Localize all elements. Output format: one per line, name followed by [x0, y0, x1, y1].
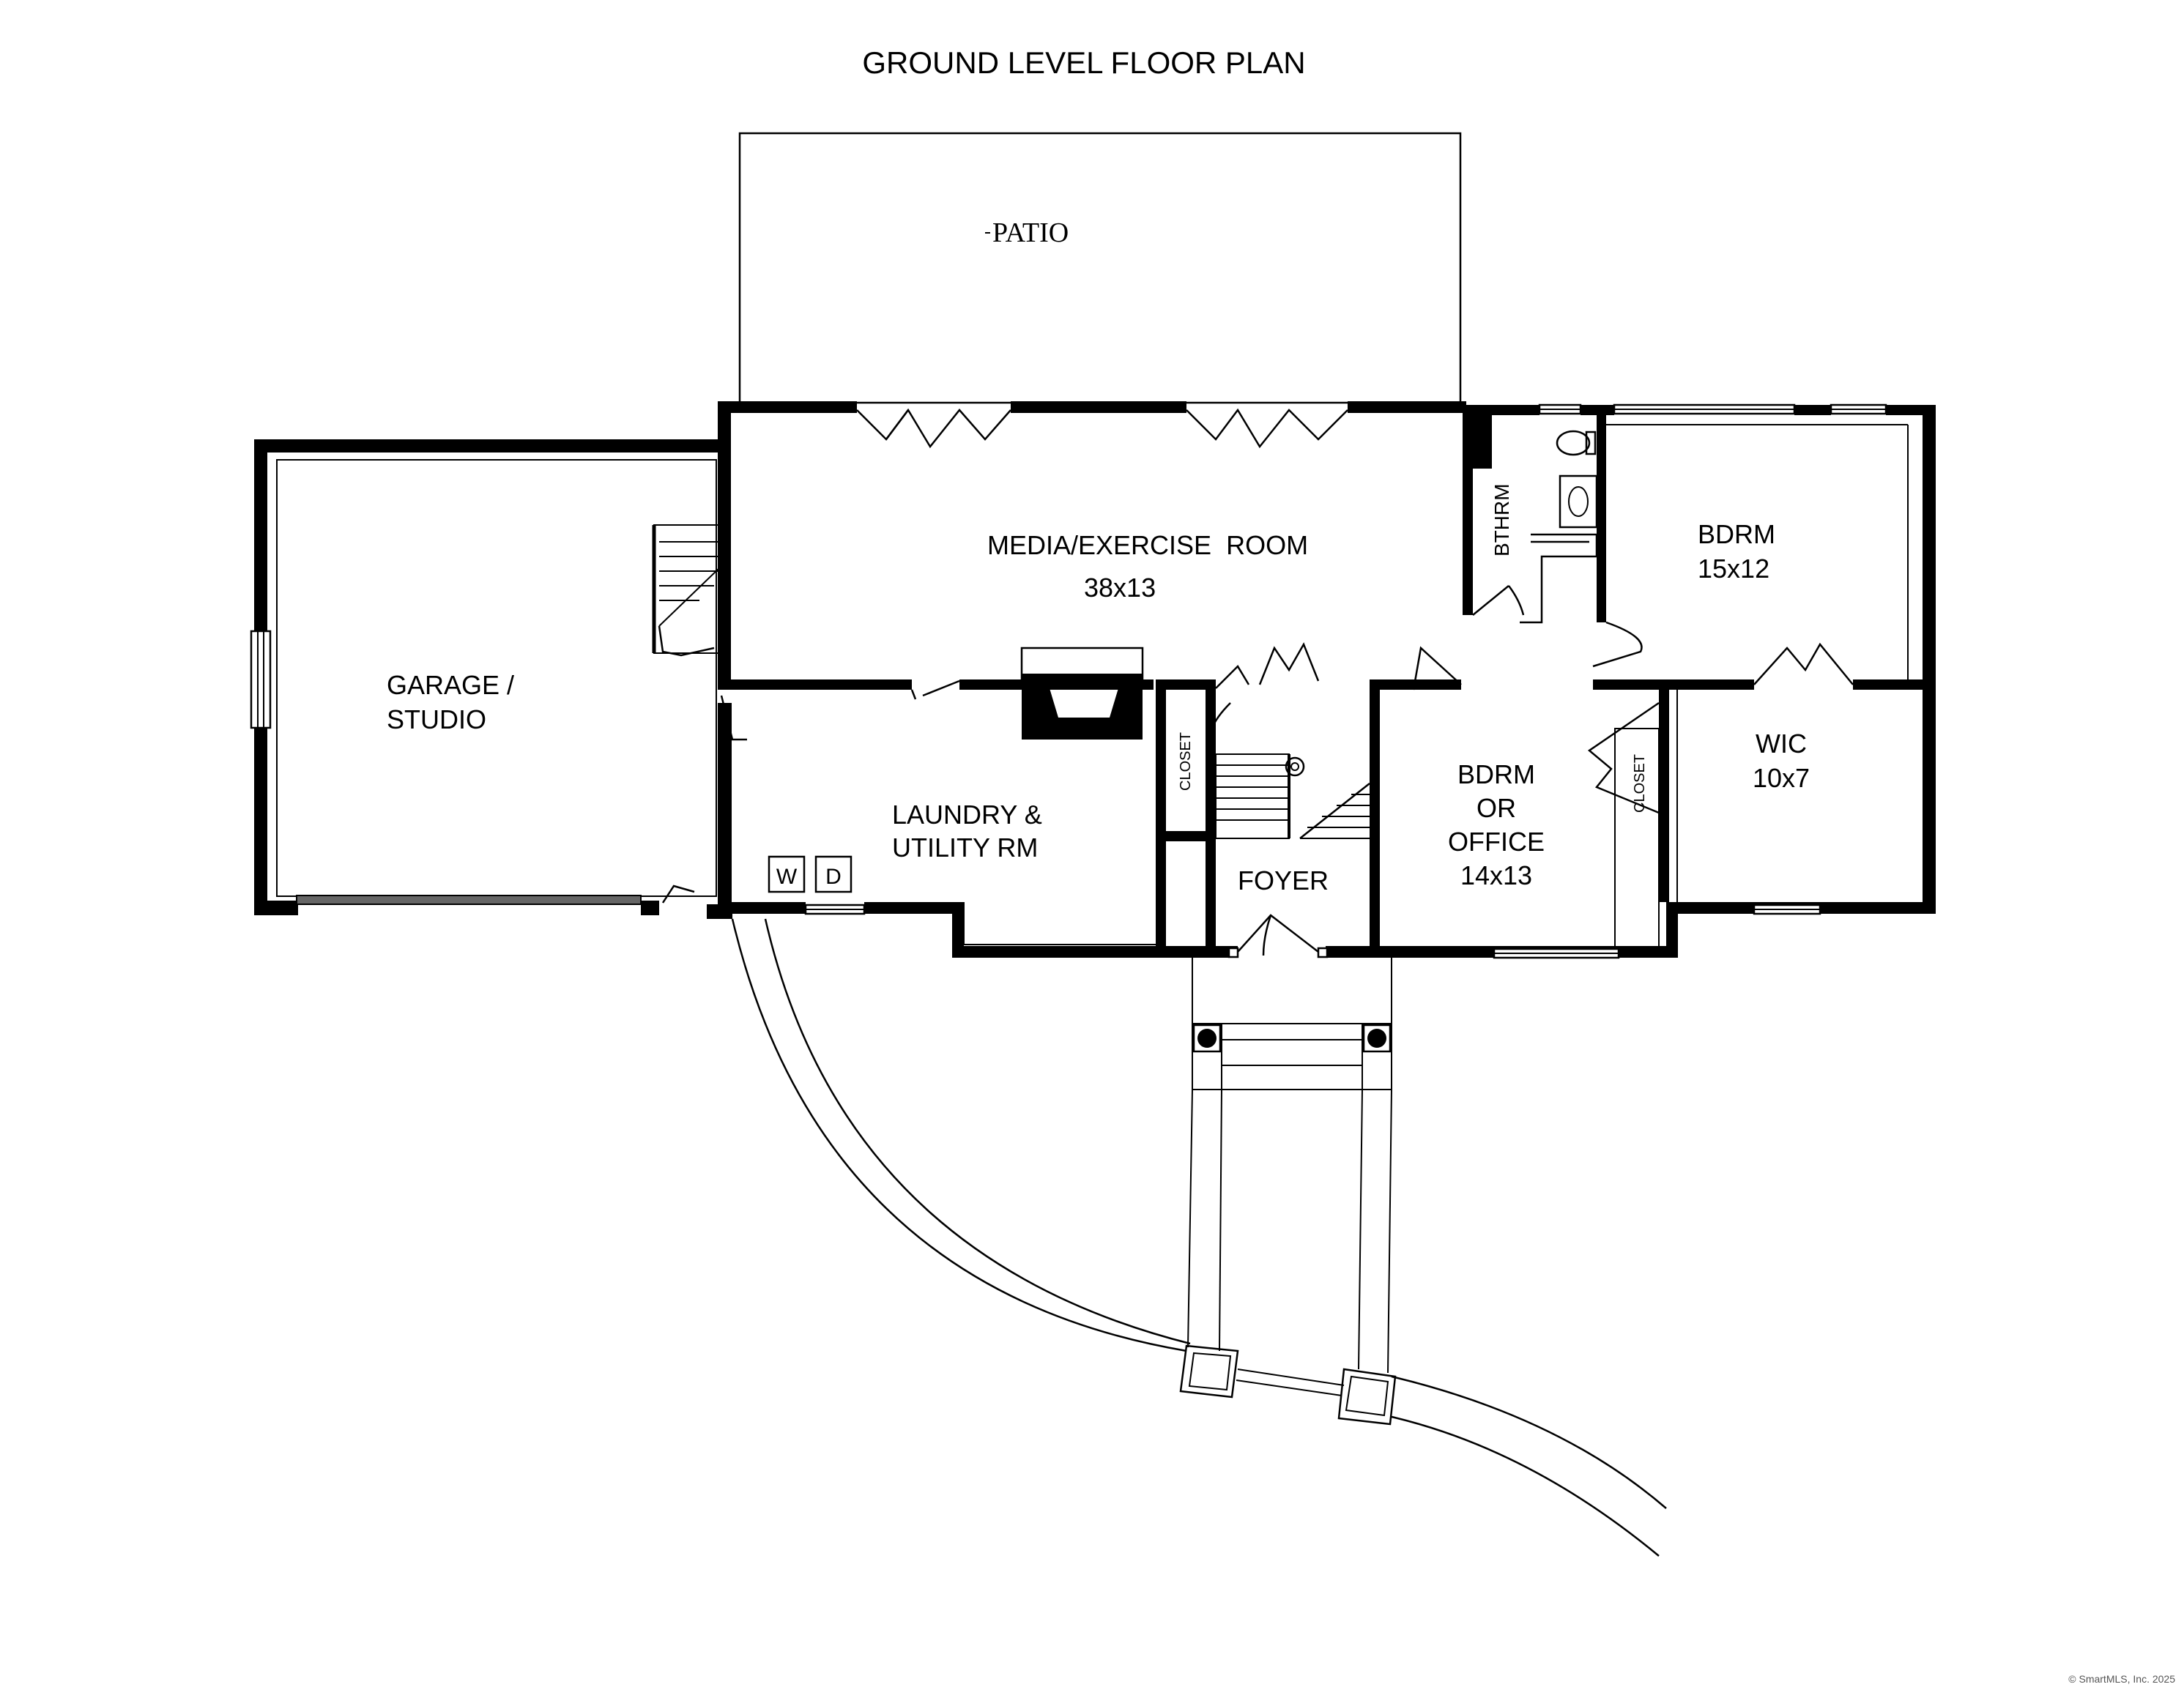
bedroom2-label-line2: OR	[1477, 793, 1516, 823]
bedroom-1: BDRM 15x12	[1592, 519, 1775, 668]
bedroom2-label-line1: BDRM	[1457, 759, 1535, 789]
media-exercise-room: MEDIA/EXERCISE ROOM 38x13	[987, 530, 1308, 603]
foyer-stairs	[1215, 753, 1370, 839]
laundry-label-line2: UTILITY RM	[892, 833, 1038, 863]
washer	[768, 855, 806, 893]
foyer-closet: CLOSET	[1178, 732, 1194, 791]
media-room-label: MEDIA/EXERCISE ROOM	[987, 530, 1308, 560]
media-room-size: 38x13	[1084, 573, 1156, 603]
fireplace	[1020, 647, 1144, 740]
front-walkway	[1179, 958, 1397, 1426]
dryer-label: D	[825, 865, 842, 889]
patio: PATIO	[738, 132, 1462, 404]
bedroom2-label-line3: OFFICE	[1448, 827, 1545, 857]
exterior-walls	[718, 401, 1936, 959]
laundry-room: W D LAUNDRY & UTILITY RM	[720, 679, 1156, 945]
interior-walls	[718, 405, 1936, 958]
toilet	[1556, 430, 1591, 456]
bathroom-label: BTHRM	[1490, 483, 1513, 556]
dryer	[814, 855, 853, 893]
bedroom1-size: 15x12	[1698, 554, 1769, 584]
walk-in-closet: WIC 10x7	[1753, 642, 1854, 793]
foyer-closet-label: CLOSET	[1178, 732, 1194, 791]
patio-label: PATIO	[992, 217, 1069, 248]
foyer: FOYER	[1211, 642, 1370, 958]
copyright-text: © SmartMLS, Inc. 2025	[2068, 1673, 2175, 1685]
garage-label-line2: STUDIO	[387, 704, 486, 734]
wic-size: 10x7	[1753, 763, 1810, 793]
washer-label: W	[776, 865, 798, 889]
garage-window	[250, 630, 272, 729]
wic-label: WIC	[1756, 729, 1807, 759]
bathroom: BTHRM	[1472, 430, 1598, 624]
bedroom-closet-label: CLOSET	[1632, 754, 1648, 813]
garage-studio: GARAGE / STUDIO	[250, 439, 732, 919]
garage-door	[296, 895, 642, 905]
garage-label-line1: GARAGE /	[387, 670, 514, 700]
sink	[1559, 474, 1598, 529]
garage-stairs	[652, 524, 721, 657]
foyer-label: FOYER	[1238, 865, 1329, 895]
patio-doors	[856, 408, 1348, 449]
laundry-label-line1: LAUNDRY &	[892, 800, 1042, 830]
plan-title: GROUND LEVEL FLOOR PLAN	[862, 45, 1305, 80]
bedroom-2: BDRM OR OFFICE 14x13 CLOSET	[1412, 646, 1660, 890]
bedroom2-size: 14x13	[1460, 860, 1532, 890]
bedroom1-label: BDRM	[1698, 519, 1775, 549]
curved-path	[731, 918, 1667, 1557]
